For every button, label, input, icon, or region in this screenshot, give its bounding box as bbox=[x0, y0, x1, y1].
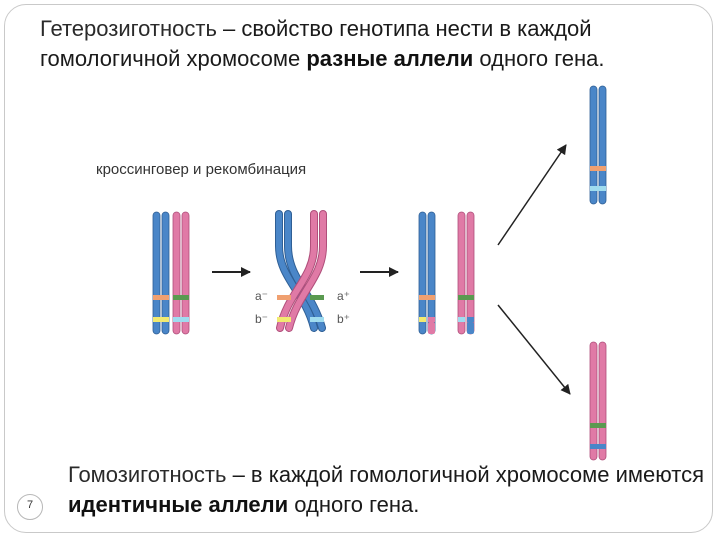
arrow-up-right bbox=[497, 144, 567, 246]
label-b-plus: b⁺ bbox=[337, 312, 350, 326]
heterozygosity-definition: Гетерозиготность – свойство генотипа нес… bbox=[40, 14, 700, 74]
page-number: 7 bbox=[26, 499, 34, 511]
heading-emphasis: разные аллели bbox=[306, 46, 474, 71]
heading-text-1: – свойство генотипа нести в каждой гомол… bbox=[40, 16, 592, 71]
arrow-down-right bbox=[497, 304, 571, 395]
heterozygosity-term: Гетерозиготность bbox=[40, 16, 217, 41]
slide-frame bbox=[4, 4, 713, 533]
bottom-text-1: – в каждой гомологичной хромосоме имеютс… bbox=[226, 462, 704, 487]
homozygosity-definition: Гомозиготность – в каждой гомологичной х… bbox=[68, 460, 720, 520]
chromosome-pair-recombined bbox=[418, 211, 475, 335]
page-number-badge bbox=[17, 494, 43, 520]
chromosome-pair-blue-result bbox=[589, 85, 607, 205]
heading-text-2: одного гена. bbox=[473, 46, 605, 71]
label-a-plus: a⁺ bbox=[337, 289, 350, 303]
label-a-minus: a⁻ bbox=[255, 289, 268, 303]
bottom-emphasis: идентичные аллели bbox=[68, 492, 289, 517]
chromosome-pair-pink-result bbox=[589, 341, 607, 461]
chromosome-pair-crossing bbox=[275, 210, 327, 332]
bottom-text-2: одного гена. bbox=[288, 492, 420, 517]
label-b-minus: b⁻ bbox=[255, 312, 268, 326]
homozygosity-term: Гомозиготность bbox=[68, 462, 227, 487]
diagram-caption: кроссинговер и рекомбинация bbox=[96, 161, 307, 178]
chromosome-pair-initial bbox=[152, 211, 190, 335]
